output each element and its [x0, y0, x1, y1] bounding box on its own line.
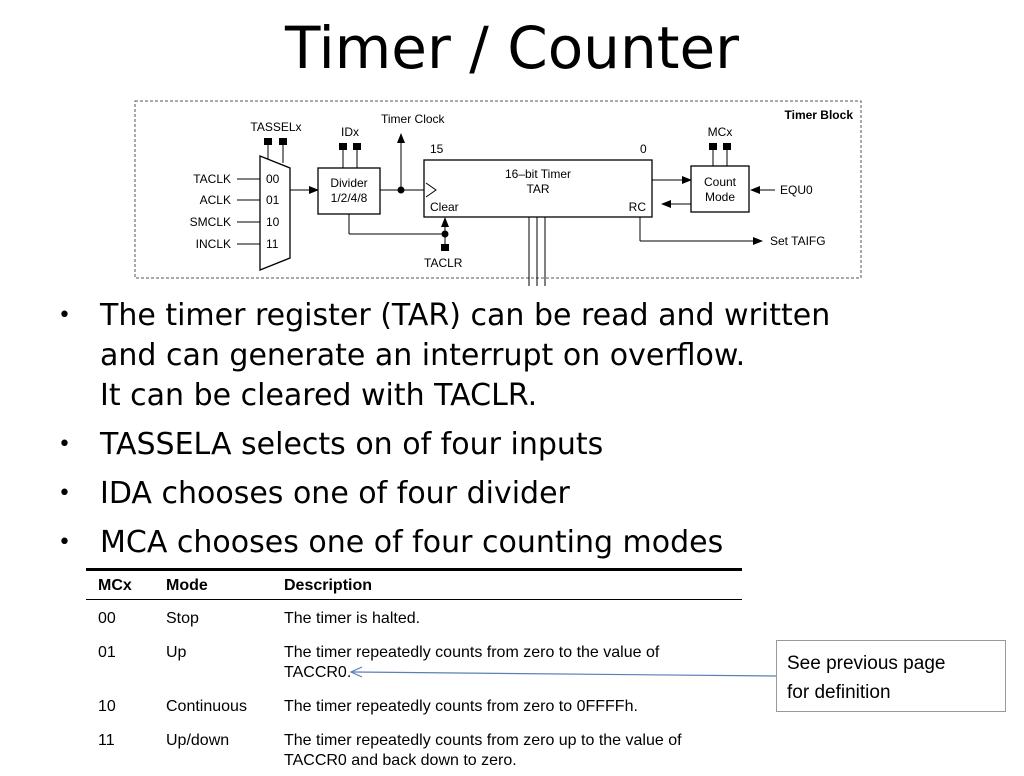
mcx-pin: [723, 143, 731, 150]
timer-tar: TAR: [526, 182, 549, 196]
header-description: Description: [272, 568, 742, 600]
header-mcx: MCx: [86, 568, 154, 600]
divider-box: [317, 167, 381, 215]
bit-high-label: 15: [430, 142, 444, 156]
mux-input-1: ACLK 01: [200, 193, 280, 207]
bullet-item: • The timer register (TAR) can be read a…: [58, 298, 831, 413]
bullet-item: • IDA chooses one of four divider: [58, 474, 958, 514]
svg-text:INCLK: INCLK: [196, 237, 231, 251]
count-mode-label-2: Mode: [705, 190, 735, 204]
taccr0-ref: TACCR0.: [284, 664, 352, 681]
divider-label: Divider: [330, 176, 367, 190]
tasselx-label: TASSELx: [250, 120, 301, 134]
svg-text:11: 11: [266, 237, 279, 251]
timer-title: 16–bit Timer: [505, 167, 571, 181]
mcx-label: MCx: [708, 125, 733, 139]
idx-pin: [339, 143, 347, 150]
timer-clock-label: Timer Clock: [381, 112, 446, 126]
svg-text:00: 00: [266, 172, 280, 186]
svg-text:SMCLK: SMCLK: [190, 215, 231, 229]
divider-ratio: 1/2/4/8: [331, 191, 368, 205]
timer-block-diagram: Timer Block TASSELx TACLK 00 ACLK 01 SMC…: [134, 100, 862, 286]
table-row: 01 Up The timer repeatedly counts from z…: [98, 644, 660, 681]
equ0-label: EQU0: [780, 183, 813, 197]
mux-input-2: SMCLK 10: [190, 215, 280, 229]
table-header-row: MCx Mode Description: [86, 568, 742, 600]
tasselx-pin: [264, 138, 272, 145]
table-row: 11 Up/down The timer repeatedly counts f…: [98, 732, 682, 769]
mode-table: MCx Mode Description 00 Stop The timer i…: [86, 568, 742, 776]
set-taifg-label: Set TAIFG: [770, 234, 826, 248]
count-mode-label: Count: [704, 175, 737, 189]
svg-text:ACLK: ACLK: [200, 193, 231, 207]
definition-note: See previous page for definition: [776, 640, 1006, 712]
timer-rc: RC: [629, 200, 647, 214]
table-row: 00 Stop The timer is halted.: [98, 610, 421, 627]
taclr-label: TACLR: [424, 256, 463, 270]
bullet-dot-icon: •: [58, 432, 71, 457]
tasselx-pin: [279, 138, 287, 145]
idx-label: IDx: [341, 125, 359, 139]
bullet-dot-icon: •: [58, 303, 71, 328]
svg-text:TACLK: TACLK: [193, 172, 231, 186]
mux-input-3: INCLK 11: [196, 237, 279, 251]
svg-text:10: 10: [266, 215, 280, 229]
bullet-dot-icon: •: [58, 530, 71, 555]
header-mode: Mode: [154, 568, 272, 600]
slide-title: Timer / Counter: [285, 14, 739, 82]
bullet-item: • TASSELA selects on of four inputs: [58, 425, 958, 465]
mux-input-0: TACLK 00: [193, 172, 279, 186]
timer-register-box: [423, 159, 653, 218]
count-mode-box: [690, 165, 750, 213]
idx-pin: [353, 143, 361, 150]
bullet-list: • The timer register (TAR) can be read a…: [58, 296, 958, 572]
svg-text:01: 01: [266, 193, 280, 207]
bullet-item: • MCA chooses one of four counting modes: [58, 523, 958, 563]
timer-clear: Clear: [430, 200, 459, 214]
timer-block-frame: [134, 100, 862, 279]
taclr-pin: [441, 244, 449, 251]
timer-block-label: Timer Block: [785, 108, 854, 122]
table-row: 10 Continuous The timer repeatedly count…: [98, 698, 638, 715]
mcx-pin: [709, 143, 717, 150]
bit-low-label: 0: [640, 142, 647, 156]
input-mux: [259, 155, 291, 271]
bullet-dot-icon: •: [58, 481, 71, 506]
